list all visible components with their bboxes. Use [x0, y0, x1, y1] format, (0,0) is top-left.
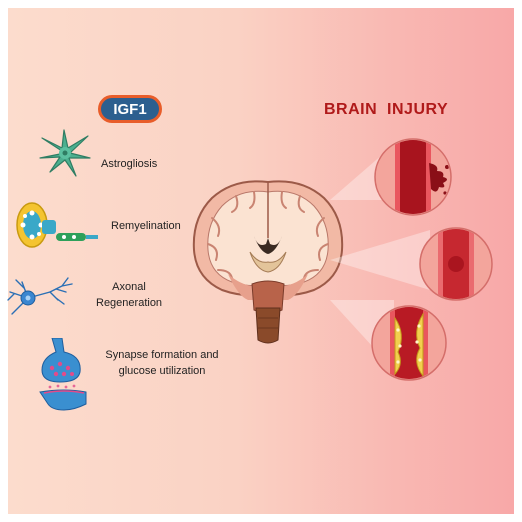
glucose-line: glucose utilization — [98, 363, 226, 379]
effect-label-synapse: Synapse formation and glucose utilizatio… — [98, 347, 226, 379]
neuron-icon — [6, 270, 76, 322]
brain-coronal-section-icon — [188, 178, 348, 348]
effect-label-remyelination: Remyelination — [111, 218, 181, 234]
synapse-icon — [34, 338, 92, 412]
igf1-badge: IGF1 — [98, 95, 162, 123]
synapse-line: Synapse formation and — [98, 347, 226, 363]
astrocyte-icon — [36, 128, 94, 178]
plaque-vessel-icon — [368, 304, 450, 382]
igf1-label: IGF1 — [113, 101, 146, 118]
hemorrhage-vessel-icon — [373, 137, 453, 217]
effect-label-axonal-regeneration: Axonal Regeneration — [96, 279, 162, 311]
myelin-sheath-icon — [12, 200, 102, 250]
brain-injury-title: BRAIN INJURY — [324, 101, 448, 119]
axonal-line: Axonal — [96, 279, 162, 295]
clot-vessel-icon — [418, 226, 494, 302]
effect-label-astrogliosis: Astrogliosis — [101, 156, 157, 172]
regeneration-line: Regeneration — [96, 295, 162, 311]
